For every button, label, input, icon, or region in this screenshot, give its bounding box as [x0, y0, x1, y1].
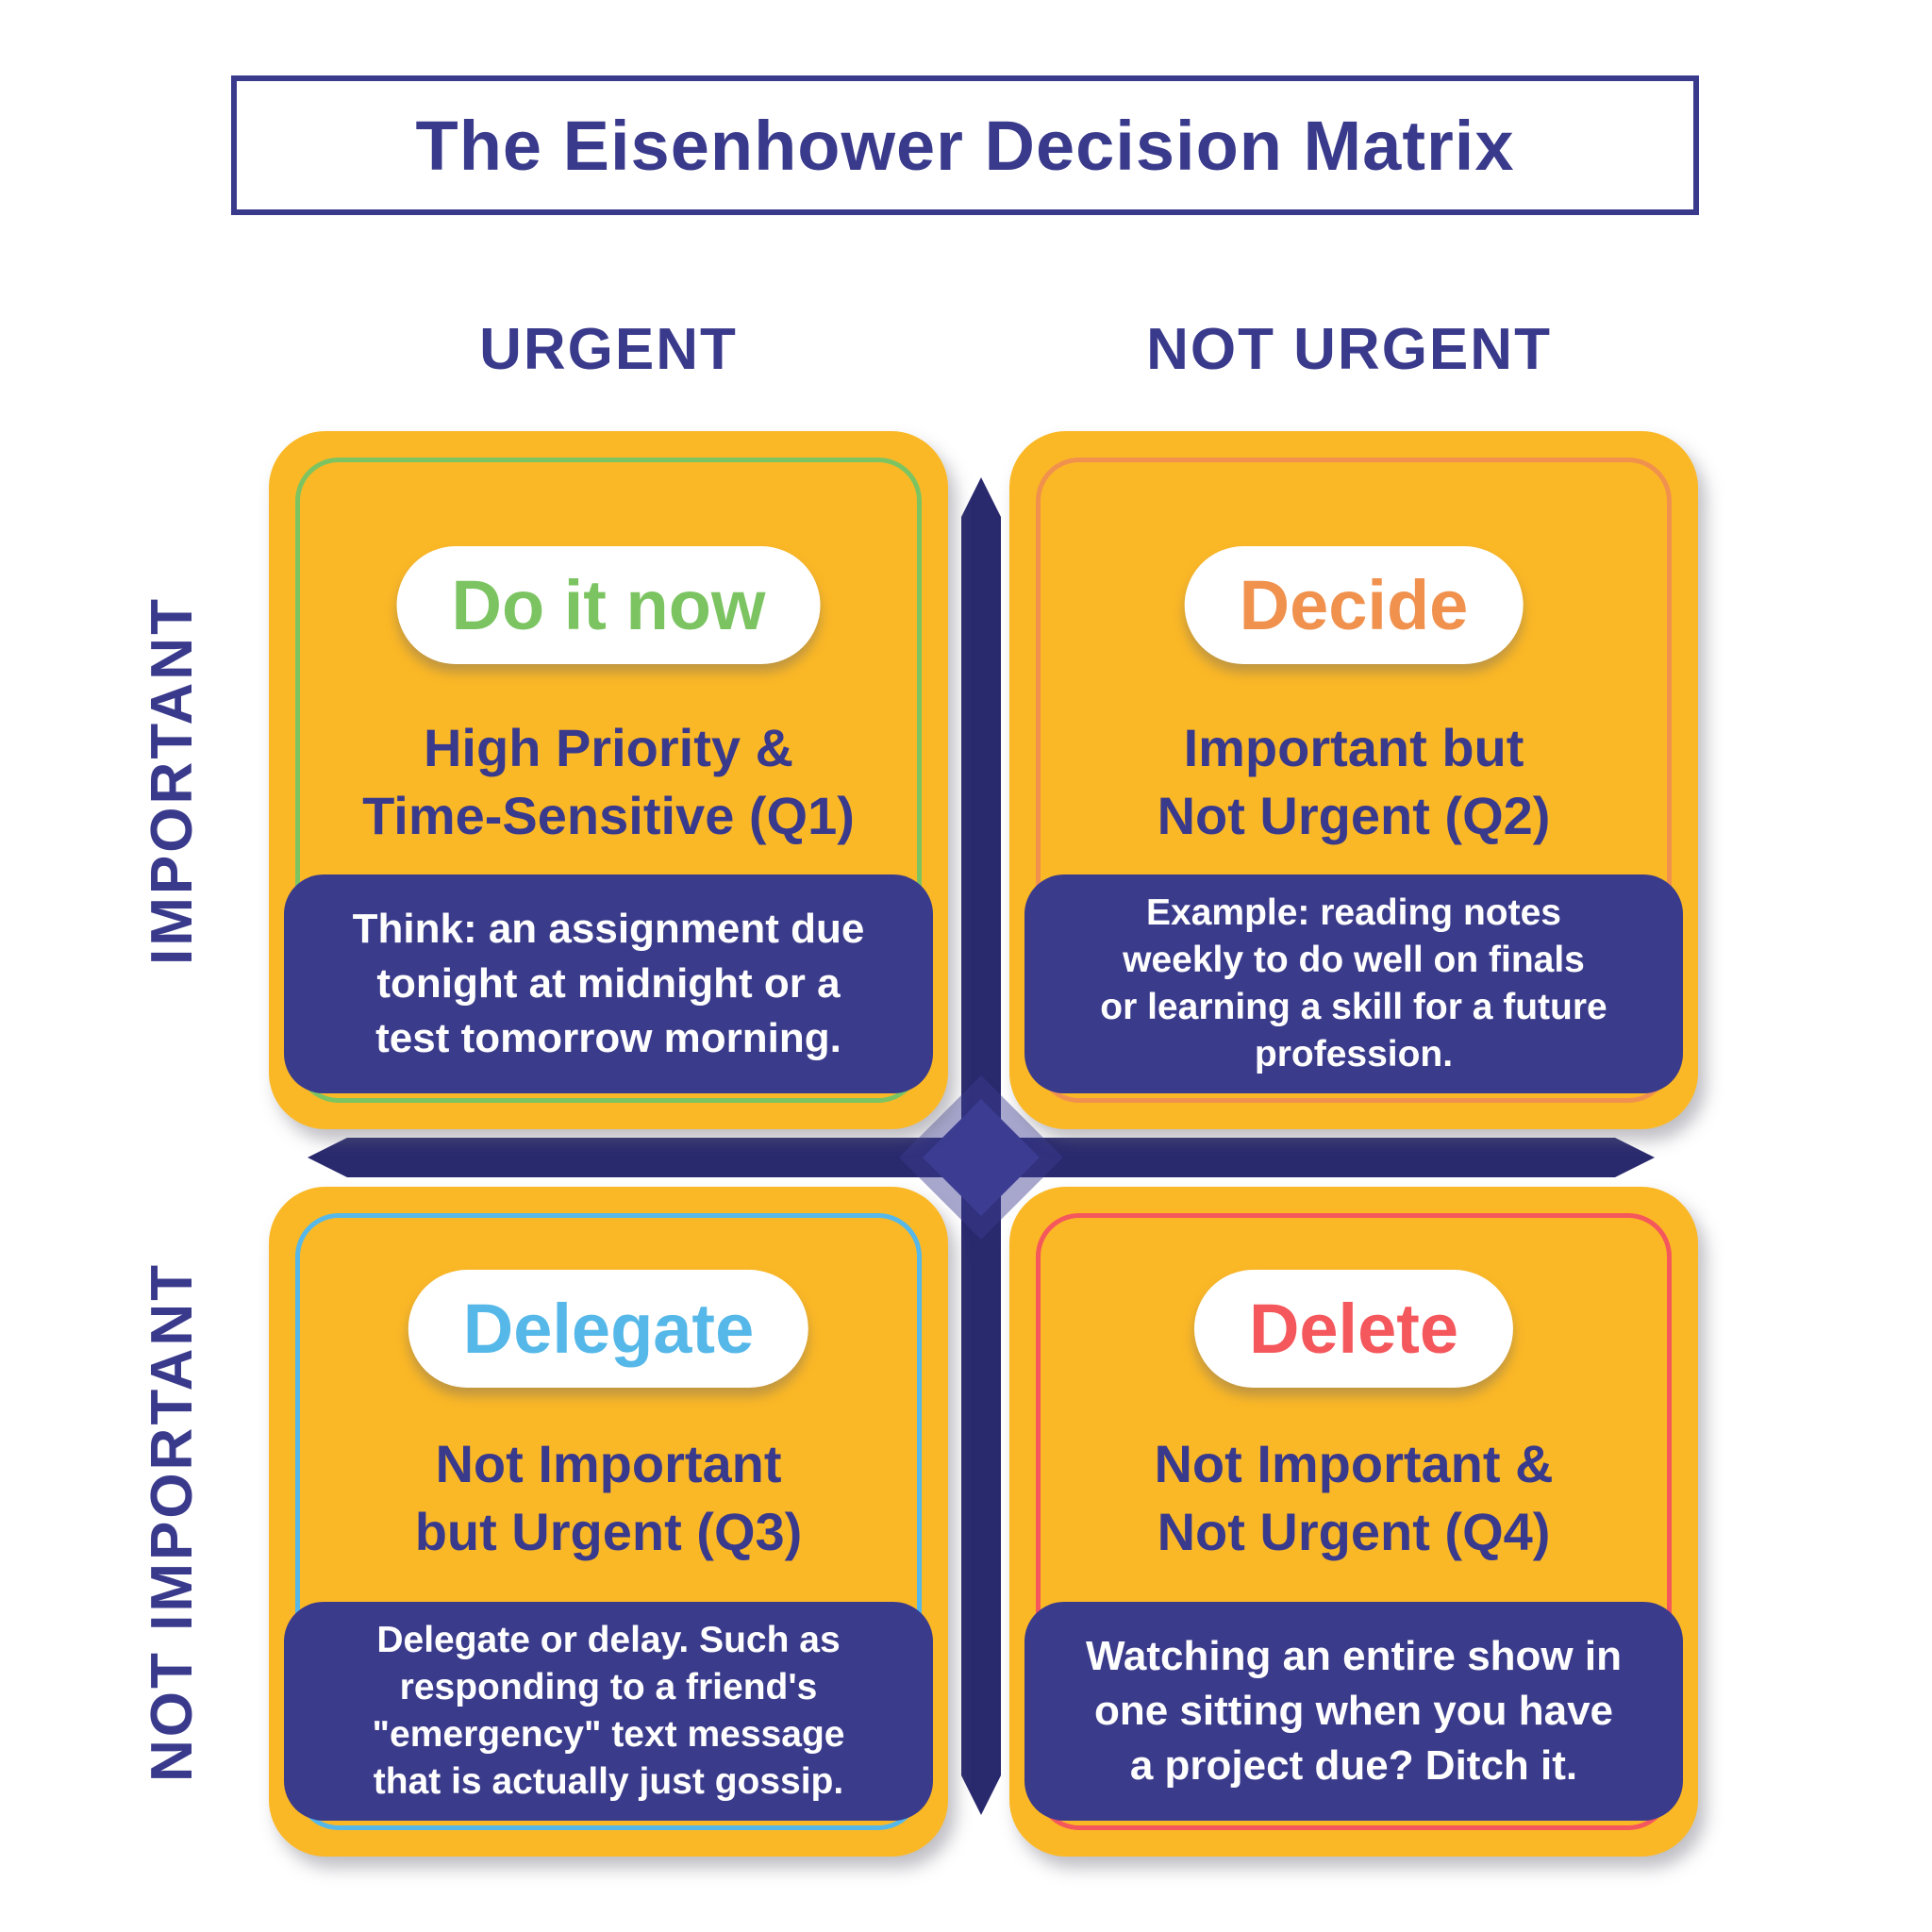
q1-action-label: Do it now [451, 566, 766, 644]
note-line: weekly to do well on finals [1123, 940, 1585, 981]
q1-subtitle-line: High Priority & [423, 718, 794, 777]
q2-subtitle-line: Not Urgent (Q2) [1157, 785, 1551, 845]
note-line: profession. [1254, 1033, 1454, 1074]
q3-subtitle: Not Important but Urgent (Q3) [269, 1430, 948, 1565]
quadrant-card-q2: Decide Important but Not Urgent (Q2) Exa… [1009, 431, 1698, 1129]
q4-subtitle-line: Not Important & [1154, 1434, 1554, 1493]
note-line: or learning a skill for a future [1100, 987, 1607, 1027]
q3-action-label: Delegate [462, 1290, 755, 1368]
note-line: responding to a friend's [399, 1667, 818, 1708]
q3-subtitle-line: Not Important [435, 1434, 782, 1493]
q4-subtitle-line: Not Urgent (Q4) [1157, 1501, 1551, 1561]
q4-action-label: Delete [1248, 1290, 1459, 1368]
note-line: Example: reading notes [1146, 892, 1561, 934]
q2-note-box: Example: reading notes weekly to do well… [1024, 874, 1683, 1093]
note-line: Watching an entire show in [1086, 1632, 1622, 1679]
note-line: a project due? Ditch it. [1129, 1742, 1578, 1790]
q3-note-box: Delegate or delay. Such as responding to… [284, 1602, 933, 1821]
q4-action-pill: Delete [1193, 1270, 1514, 1388]
q2-action-label: Decide [1239, 566, 1469, 644]
note-line: that is actually just gossip. [373, 1760, 844, 1802]
note-line: one sitting when you have [1093, 1687, 1614, 1734]
q2-subtitle: Important but Not Urgent (Q2) [1009, 714, 1698, 849]
note-line: Delegate or delay. Such as [376, 1620, 841, 1661]
note-line: Think: an assignment due [352, 905, 865, 952]
quadrant-card-q4: Delete Not Important & Not Urgent (Q4) W… [1009, 1187, 1698, 1857]
page-title: The Eisenhower Decision Matrix [415, 106, 1515, 185]
q4-subtitle: Not Important & Not Urgent (Q4) [1009, 1430, 1698, 1565]
quadrant-card-q1: Do it now High Priority & Time-Sensitive… [269, 431, 948, 1129]
column-header-not-urgent: NOT URGENT [1146, 316, 1552, 382]
q4-note-box: Watching an entire show in one sitting w… [1024, 1602, 1683, 1821]
q2-subtitle-line: Important but [1183, 718, 1524, 777]
q1-action-pill: Do it now [396, 546, 821, 664]
q2-action-pill: Decide [1184, 546, 1524, 664]
note-line: "emergency" text message [372, 1714, 845, 1755]
q3-subtitle-line: but Urgent (Q3) [414, 1501, 803, 1561]
q1-subtitle: High Priority & Time-Sensitive (Q1) [269, 714, 948, 849]
q4-inner-border [1036, 1213, 1672, 1830]
note-line: tonight at midnight or a [376, 959, 841, 1007]
divider-center-diamond [923, 1099, 1040, 1216]
q1-subtitle-line: Time-Sensitive (Q1) [362, 785, 855, 845]
q2-inner-border [1036, 458, 1672, 1103]
q3-inner-border [295, 1213, 922, 1830]
q1-inner-border [295, 458, 922, 1103]
quadrant-card-q3: Delegate Not Important but Urgent (Q3) D… [269, 1187, 948, 1857]
q3-action-pill: Delegate [408, 1270, 809, 1388]
q1-note-box: Think: an assignment due tonight at midn… [284, 874, 933, 1093]
note-line: test tomorrow morning. [375, 1015, 841, 1062]
title-box: The Eisenhower Decision Matrix [231, 75, 1699, 215]
column-header-urgent: URGENT [479, 316, 738, 382]
